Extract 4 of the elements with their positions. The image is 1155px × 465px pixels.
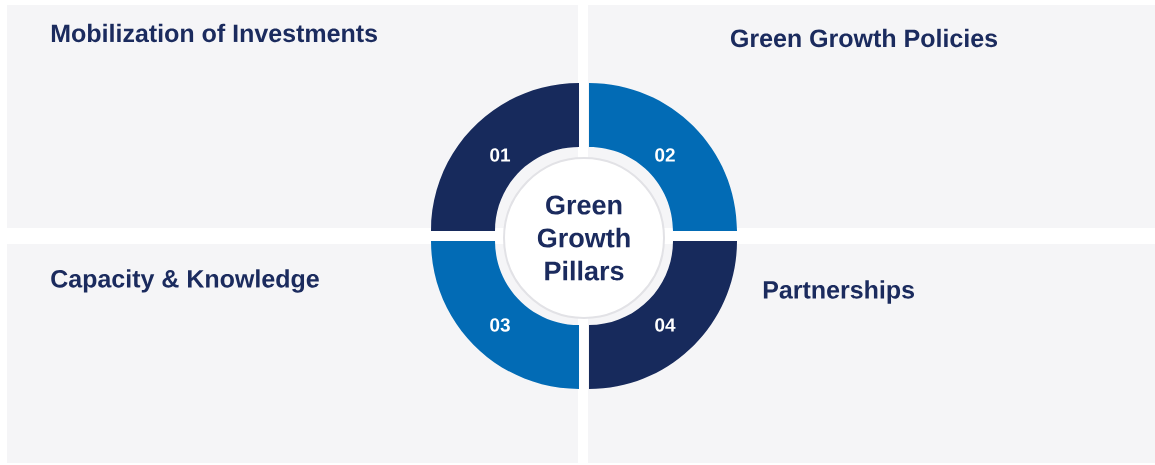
panel-heading: Capacity & Knowledge bbox=[51, 269, 319, 293]
panel-heading: Green Growth Policies bbox=[730, 28, 998, 48]
panel-heading: Partnerships bbox=[763, 280, 914, 304]
panel-heading: Mobilization of Investments bbox=[51, 23, 377, 43]
